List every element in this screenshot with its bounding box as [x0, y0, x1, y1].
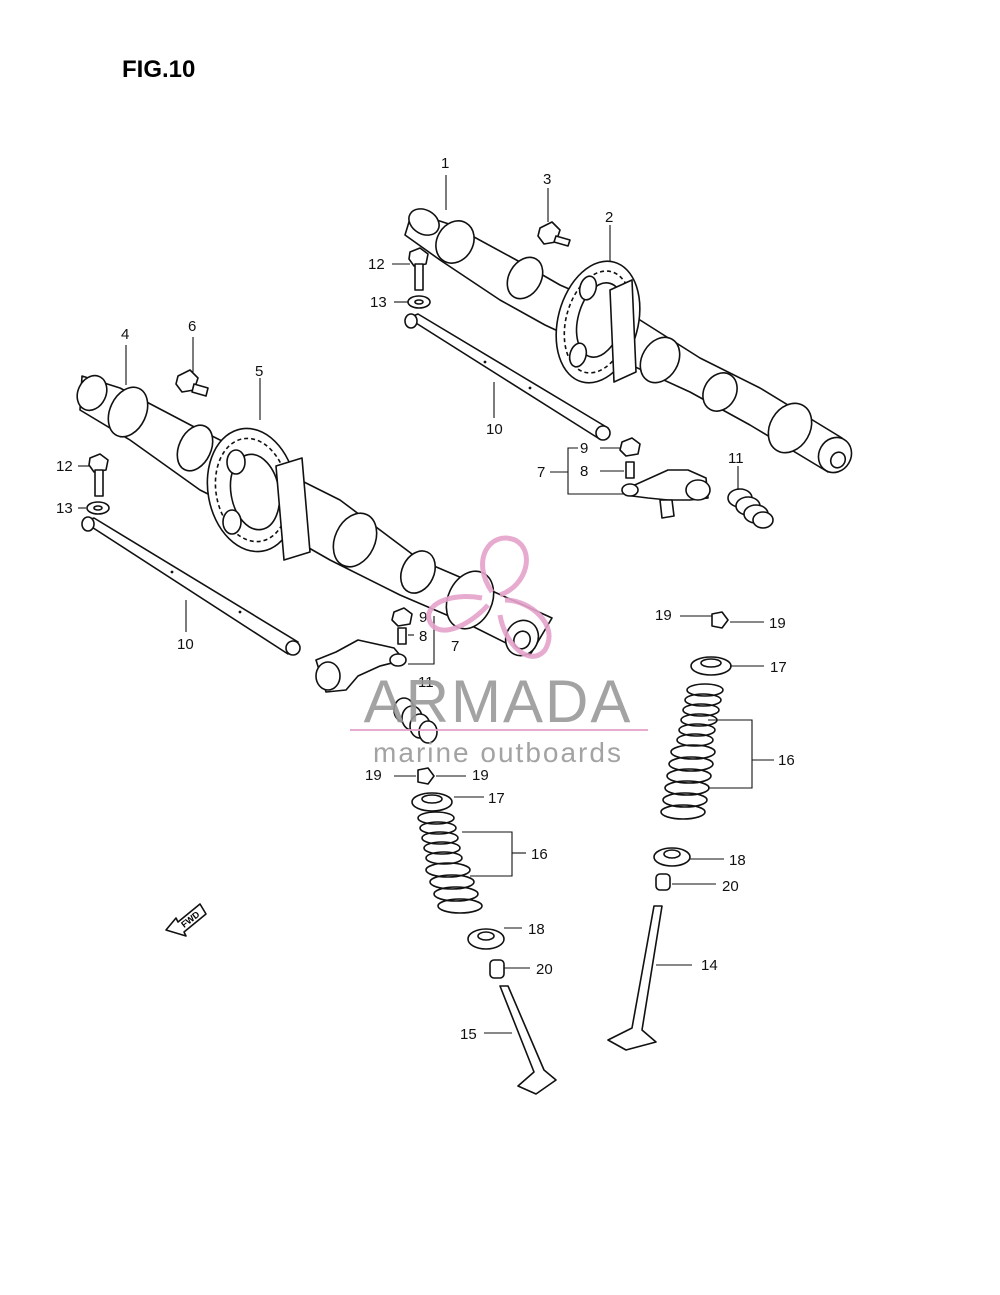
callout-9-lower: 9	[419, 609, 427, 626]
callout-12-lower: 12	[56, 458, 73, 475]
sprocket-bolt-upper	[537, 221, 571, 247]
callout-11-lower: 11	[418, 674, 434, 691]
callout-17-right: 17	[770, 659, 787, 676]
callout-11-upper: 11	[728, 450, 744, 467]
callout-8-upper: 8	[580, 463, 588, 480]
callout-2: 2	[605, 209, 613, 226]
callout-4: 4	[121, 326, 129, 343]
callout-9-upper: 9	[580, 440, 588, 457]
propeller-icon	[426, 535, 552, 659]
callout-5: 5	[255, 363, 263, 380]
callout-19-right-a: 19	[655, 607, 672, 624]
valve-assembly-left	[411, 767, 557, 1095]
callout-19-right-b: 19	[769, 615, 786, 632]
sprocket-bolt-lower	[175, 369, 209, 397]
rocker-arm-lower	[315, 607, 413, 693]
callout-18-left: 18	[528, 921, 545, 938]
rocker-shaft-upper	[404, 313, 611, 441]
callout-19-left-a: 19	[365, 767, 382, 784]
callout-1: 1	[441, 155, 449, 172]
callout-16-left: 16	[531, 846, 548, 863]
figure-title: FIG.10	[122, 56, 195, 83]
callout-3: 3	[543, 171, 551, 188]
watermark-brand: ARMADA	[364, 668, 633, 735]
bolt-washer-lower	[86, 453, 110, 515]
rocker-spring-lower	[393, 697, 438, 744]
callout-10-upper: 10	[486, 421, 503, 438]
watermark-tagline: marine outboards	[373, 737, 623, 768]
valve-spring-right	[660, 683, 724, 820]
callout-10-lower: 10	[177, 636, 194, 653]
callout-13-upper: 13	[370, 294, 387, 311]
bolt-washer-upper	[407, 247, 431, 309]
valve-spring-left	[417, 811, 483, 914]
rocker-spring-upper	[727, 488, 774, 529]
callout-20-left: 20	[536, 961, 553, 978]
watermark-logo: ARMADA marine outboards	[350, 535, 648, 768]
cam-sprocket-lower	[206, 427, 311, 561]
callout-12-upper: 12	[368, 256, 385, 273]
callout-13-lower: 13	[56, 500, 73, 517]
callout-7-lower: 7	[451, 638, 459, 655]
callout-16-right: 16	[778, 752, 795, 769]
callout-15: 15	[460, 1026, 477, 1043]
fwd-direction-marker: FWD	[165, 903, 207, 937]
callout-20-right: 20	[722, 878, 739, 895]
callout-7-upper: 7	[537, 464, 545, 481]
callout-6: 6	[188, 318, 196, 335]
camshaft-lower	[76, 374, 553, 657]
callout-14: 14	[701, 957, 718, 974]
rocker-shaft-lower	[81, 516, 301, 656]
callout-19-left-b: 19	[472, 767, 489, 784]
rocker-arm-upper	[619, 437, 711, 519]
leader-lines	[78, 175, 774, 1034]
callout-8-lower: 8	[419, 628, 427, 645]
callout-numbers: 1 3 2 12 13 10 9 7 8 11 4 6 5 12 13 10 9…	[56, 155, 795, 1043]
callout-18-right: 18	[729, 852, 746, 869]
callout-17-left: 17	[488, 790, 505, 807]
valve-assembly-right	[607, 611, 732, 1051]
cam-sprocket-upper	[555, 260, 641, 384]
